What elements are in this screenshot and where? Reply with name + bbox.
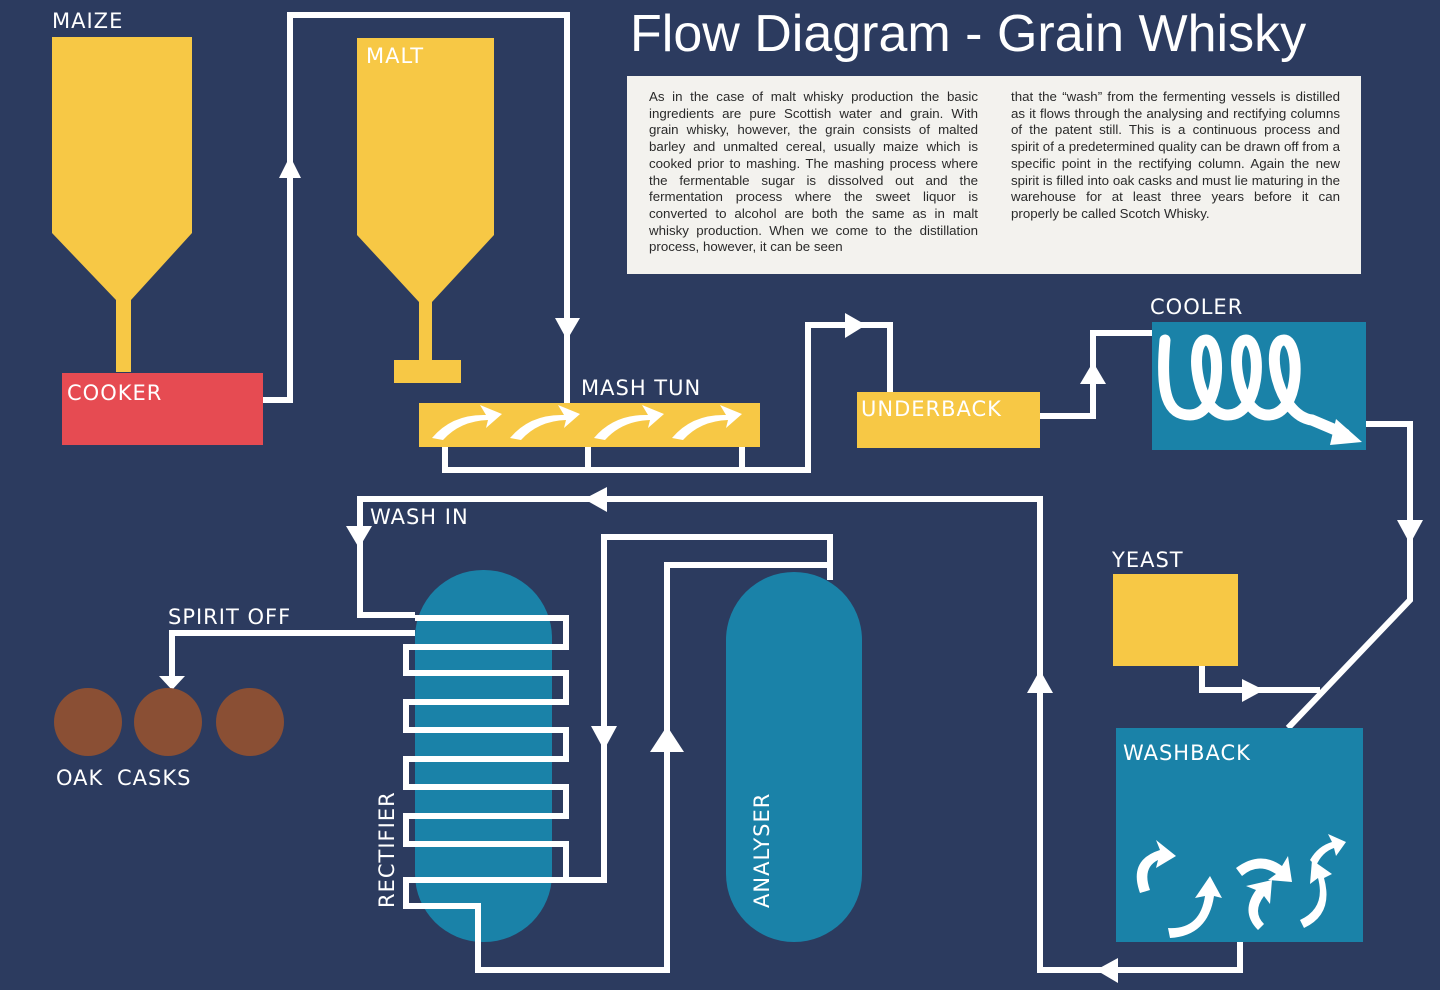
label-underback: UNDERBACK [861,397,1002,421]
pipe-cooler-to-washback [1285,421,1413,731]
arrow-left-top-return [584,487,607,512]
washback-swirl-arrows [1136,834,1346,938]
label-washback: WASHBACK [1123,741,1251,765]
swirl-arrow-icon [672,405,742,440]
swirl-arrow-icon [594,405,664,440]
label-mash-tun: MASH TUN [581,376,701,400]
arrow-down-washin [346,526,372,548]
label-cooler: COOLER [1150,295,1243,319]
pipe-cooker-to-mashtun [263,12,570,405]
pipe-rectifier-top [566,534,833,883]
label-wash-in: WASH IN [370,505,469,529]
analyser-column [726,572,862,942]
label-spirit-off: SPIRIT OFF [168,605,291,629]
arrow-down-rectifier-pipe [591,726,617,750]
page-title: Flow Diagram - Grain Whisky [630,5,1307,63]
arrowheads [159,156,1423,983]
arrow-down-spirit-off [159,676,185,690]
arrow-down-mashtun [555,318,580,340]
cooler-coil-icon [1158,334,1351,440]
arrow-up-analyser-pipe [650,726,684,752]
malt-hopper [357,38,494,383]
label-yeast: YEAST [1111,548,1184,572]
arrow-right-yeast [1242,679,1264,702]
pipe-washback-to-washin [357,496,1243,973]
arrow-up-washback-pipe [1027,670,1053,693]
pipe-mashtun-bottom [442,322,893,473]
maize-hopper [52,37,192,372]
label-analyser: ANALYSER [750,793,774,908]
swirl-arrow-icon [510,405,580,440]
cask-icon [134,688,202,756]
description-panel: As in the case of malt whisky production… [627,76,1361,274]
cooler-arrow-tip-icon [1330,419,1362,445]
arrow-left-washback-bottom [1096,958,1118,983]
description-column-left: As in the case of malt whisky production… [649,89,978,255]
swirl-arrow-icon [432,405,502,440]
cooker-box [62,373,263,445]
pipe-rectifier-bottom [475,562,833,973]
cask-icon [54,688,122,756]
label-maize: MAIZE [52,9,123,33]
label-rectifier: RECTIFIER [375,791,399,908]
cask-icon [216,688,284,756]
arrow-up-left-pipe [279,156,301,178]
mash-tun-swirl-arrows [432,405,742,440]
swirl-arrow-icon [1300,860,1332,928]
yeast-box [1113,574,1238,666]
label-oak-casks: OAK CASKS [56,766,191,790]
pipe-yeast-to-washback [1199,666,1320,693]
arrow-right-underback [845,313,866,338]
labels: MAIZE MALT COOKER MASH TUN UNDERBACK COO… [52,9,1251,908]
swirl-arrow-icon [1246,880,1272,930]
label-cooker: COOKER [67,381,162,405]
pipe-spirit-off [169,630,415,680]
swirl-arrow-icon [1310,834,1346,866]
swirl-arrow-icon [1136,840,1176,893]
arrow-up-cooler [1080,362,1106,384]
label-malt: MALT [366,44,424,68]
swirl-arrow-icon [1236,856,1292,882]
mash-tun-box [419,403,760,447]
underback-box [857,392,1040,448]
arrow-down-right-pipe [1397,520,1423,544]
description-column-right: that the “wash” from the fermenting vess… [1011,89,1340,221]
rectifier-coil-overlay [403,615,569,942]
swirl-arrow-icon [1168,876,1222,938]
oak-casks [54,688,284,756]
